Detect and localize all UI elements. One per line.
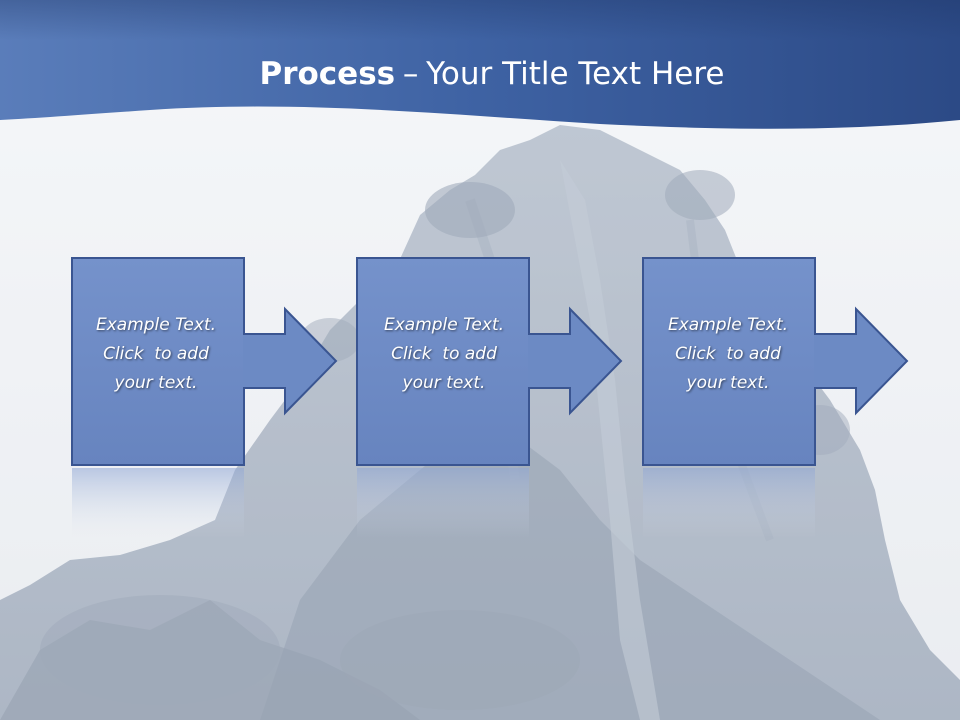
title-bold: Process — [259, 56, 396, 92]
step-3-line-3: your text. — [686, 373, 770, 393]
step-1-line-1: Example Text. — [95, 315, 217, 335]
slide-title[interactable]: Process–Your Title Text Here — [0, 54, 960, 94]
reflections — [72, 468, 815, 538]
step-2-line-2: Click to add — [391, 344, 497, 364]
step-text-2[interactable]: Example Text. Click to add your text. — [359, 311, 529, 398]
step-3-line-2: Click to add — [675, 344, 781, 364]
step-text-3[interactable]: Example Text. Click to add your text. — [643, 311, 813, 398]
step-2-line-3: your text. — [402, 373, 486, 393]
step-3-line-1: Example Text. — [667, 315, 789, 335]
title-separator: – — [402, 56, 419, 92]
step-box-1[interactable] — [71, 257, 245, 466]
step-arrow-1 — [243, 306, 338, 416]
step-box-2[interactable] — [356, 257, 530, 466]
step-1-line-2: Click to add — [103, 344, 209, 364]
step-1-line-3: your text. — [114, 373, 198, 393]
header-band — [0, 0, 960, 129]
step-arrow-3 — [814, 306, 909, 416]
step-box-3[interactable] — [642, 257, 816, 466]
title-rest: Your Title Text Here — [426, 56, 725, 92]
step-2-line-1: Example Text. — [383, 315, 505, 335]
step-text-1[interactable]: Example Text. Click to add your text. — [71, 311, 241, 398]
step-arrow-2 — [528, 306, 623, 416]
